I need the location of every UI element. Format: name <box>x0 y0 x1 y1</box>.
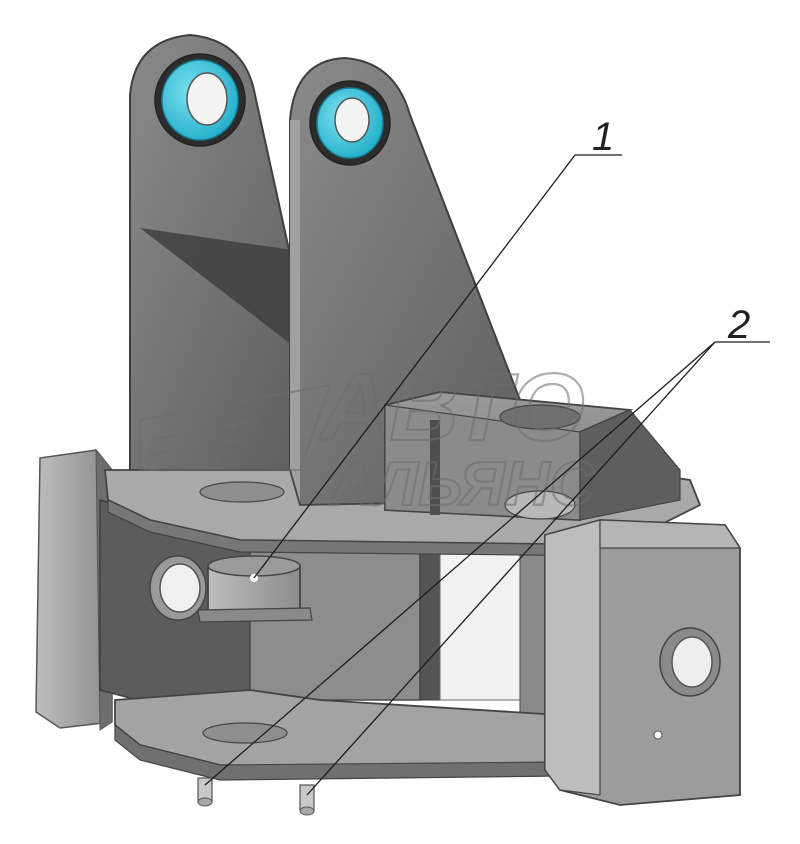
watermark-line2: АЛЬЯНС <box>328 450 596 519</box>
left-pin <box>197 777 213 807</box>
left-side-hole <box>149 555 207 621</box>
right-end-block <box>544 519 742 806</box>
callout-2-leader <box>204 341 770 796</box>
left-eye-bushing <box>154 53 246 147</box>
callout-1-leader <box>253 154 622 579</box>
left-ear-bracket <box>129 33 301 471</box>
right-eye-bushing <box>309 80 391 166</box>
upper-boss-block <box>384 391 681 521</box>
callout-2-label: 2 <box>727 303 750 347</box>
center-bushing <box>197 555 313 623</box>
callout-1-label: 1 <box>592 115 614 159</box>
watermark-line1: АВТО <box>318 354 585 461</box>
lower-plate <box>114 689 561 781</box>
watermark: АВТО АЛЬЯНС <box>138 353 597 520</box>
